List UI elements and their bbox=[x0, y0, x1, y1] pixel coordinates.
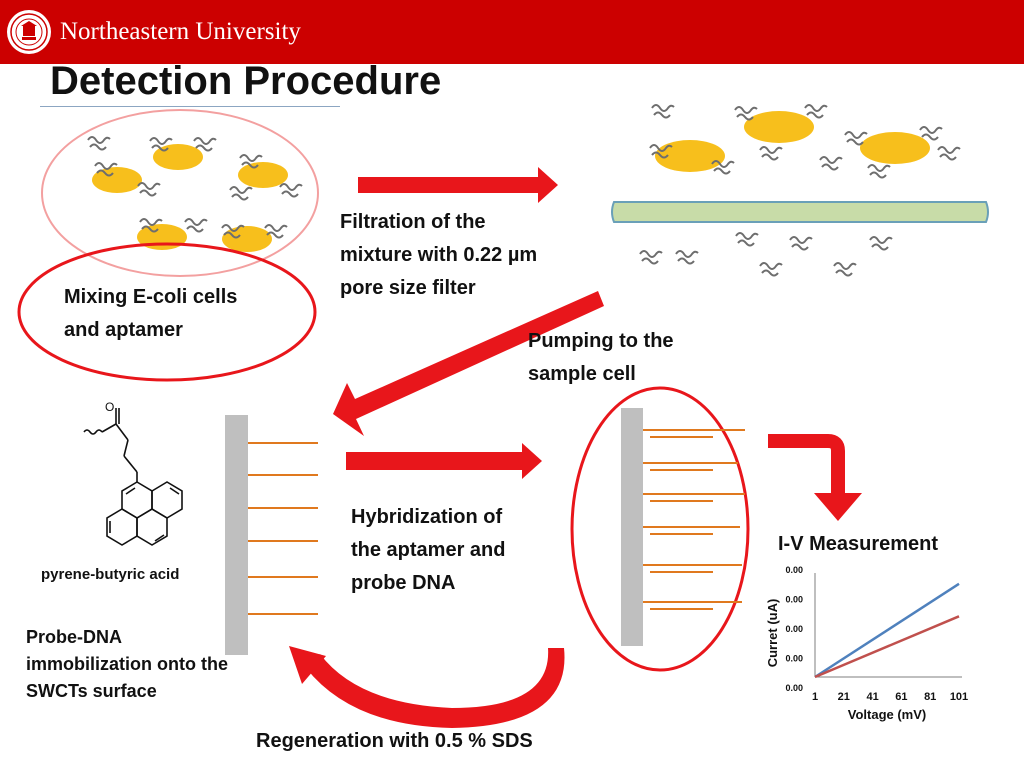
sample-cell-highlight-circle bbox=[570, 386, 750, 672]
university-seal-icon bbox=[7, 10, 51, 54]
arrow-turn-down bbox=[768, 434, 862, 521]
mixing-step-label: Mixing E-coli cells and aptamer bbox=[64, 286, 238, 341]
molecule-label: pyrene-butyric acid bbox=[41, 566, 180, 583]
hybridization-step-label: Hybridization of the aptamer and probe D… bbox=[351, 506, 506, 594]
series-line-2 bbox=[814, 615, 960, 679]
university-name: Northeastern University bbox=[60, 18, 301, 45]
arrow-right-2 bbox=[346, 443, 542, 479]
arrow-right-1 bbox=[358, 167, 558, 203]
x-tick-label: 41 bbox=[866, 691, 878, 703]
hybridized-electrode bbox=[621, 408, 745, 646]
ecoli-cell bbox=[860, 132, 930, 164]
filtration-step-label: Filtration of the mixture with 0.22 µm p… bbox=[340, 211, 538, 299]
svg-text:O: O bbox=[105, 400, 114, 414]
x-axis-label: Voltage (mV) bbox=[848, 707, 927, 722]
x-tick-label: 21 bbox=[838, 691, 850, 703]
title-underline bbox=[40, 106, 340, 107]
series-line-1 bbox=[814, 582, 960, 679]
arrow-regeneration bbox=[289, 646, 565, 728]
mixing-highlight-circle bbox=[17, 242, 317, 382]
measurement-step-label: I-V Measurement bbox=[778, 533, 939, 555]
arrow-diagonal bbox=[333, 291, 604, 436]
ecoli-cell bbox=[222, 226, 272, 252]
x-tick-label: 61 bbox=[895, 691, 907, 703]
y-tick-label: 0.00 bbox=[785, 595, 803, 605]
y-tick-label: 0.00 bbox=[785, 683, 803, 693]
ecoli-cell bbox=[238, 162, 288, 188]
filter-membrane bbox=[611, 201, 989, 223]
ecoli-cell bbox=[744, 111, 814, 143]
header-bar: Northeastern University bbox=[0, 0, 1024, 64]
swcnt-electrode bbox=[225, 415, 318, 655]
mixing-illustration bbox=[41, 109, 319, 277]
immobilization-step-label: Probe-DNA immobilization onto the SWCTs … bbox=[26, 627, 228, 701]
y-axis-label: Curret (uA) bbox=[765, 599, 780, 668]
page-title: Detection Procedure bbox=[50, 59, 442, 103]
x-tick-label: 1 bbox=[812, 691, 818, 703]
y-tick-label: 0.00 bbox=[785, 624, 803, 634]
x-tick-label: 81 bbox=[924, 691, 936, 703]
filtration-illustration bbox=[611, 104, 989, 277]
iv-chart: 0.00 0.00 0.00 0.00 0.00 1 21 41 61 81 101 Voltag… bbox=[765, 565, 968, 722]
x-tick-label: 101 bbox=[950, 691, 968, 703]
pyrene-butyric-acid-structure bbox=[83, 408, 183, 546]
ecoli-cell bbox=[655, 140, 725, 172]
y-tick-label: 0.00 bbox=[785, 654, 803, 664]
pumping-step-label: Pumping to the sample cell bbox=[528, 330, 674, 385]
regeneration-step-label: Regeneration with 0.5 % SDS bbox=[256, 730, 533, 752]
y-tick-label: 0.00 bbox=[785, 565, 803, 575]
